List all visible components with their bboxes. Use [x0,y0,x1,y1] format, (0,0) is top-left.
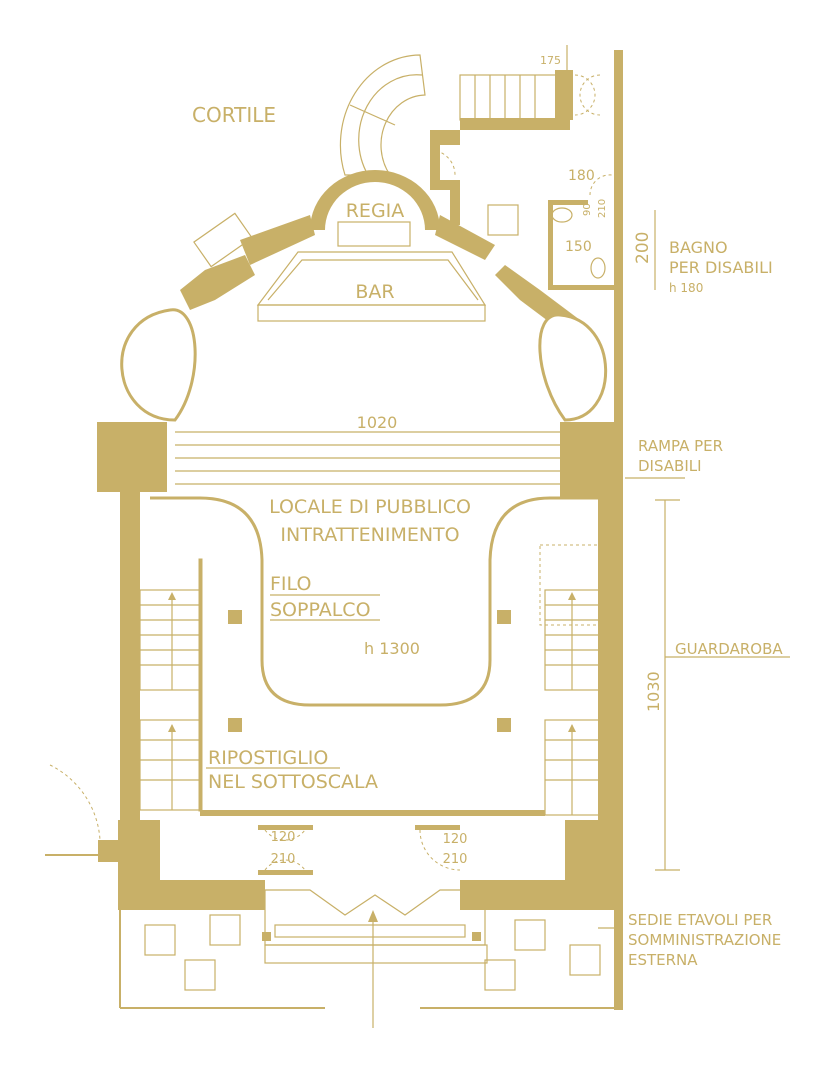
exterior-wall-right [614,50,623,1010]
stairs-right [539,544,601,816]
label-cortile: CORTILE [192,103,276,127]
label-ripostiglio-1: RIPOSTIGLIO [208,747,328,769]
dim-180: 180 [568,168,595,184]
bathroom [487,174,618,290]
toilet-icon [590,257,606,279]
outdoor-tables [144,914,601,991]
label-rampa-2: DISABILI [638,457,702,475]
wall-segment [430,130,460,225]
door-swing [429,149,456,176]
label-regia: REGIA [346,200,405,222]
curved-ramp [339,54,426,176]
dim-1020: 1020 [357,413,398,432]
label-bagno-1: BAGNO [669,238,728,257]
label-h1300: h 1300 [364,639,420,658]
dim-90: 90 [582,203,593,216]
door-left-width: 120 [271,830,296,845]
label-bar: BAR [355,281,394,303]
door-swing-right [419,829,461,871]
label-locale-1: LOCALE DI PUBBLICO [269,496,471,518]
label-filo: FILO [270,573,311,595]
mezzanine-edge [150,496,598,707]
dim-150: 150 [565,239,592,255]
regia-dome [180,170,580,330]
top-stair [459,70,601,130]
label-ripostiglio-2: NEL SOTTOSCALA [208,771,378,793]
label-sedie-3: ESTERNA [628,951,698,969]
label-sedie-2: SOMMINISTRAZIONE [628,931,781,949]
stair-hatching [140,604,600,781]
door-right-height: 210 [443,852,468,867]
dim-1030: 1030 [644,671,663,712]
label-sedie-1: SEDIE ETAVOLI PER [628,911,772,929]
label-guardaroba: GUARDAROBA [675,640,783,658]
door-left-height: 210 [271,852,296,867]
pillar-right [560,422,615,497]
dim-200: 200 [633,232,653,264]
label-bagno-h: h 180 [669,281,703,295]
label-bagno-2: PER DISABILI [669,258,773,277]
left-lobe [120,308,197,422]
sottoscala-wall [200,810,545,816]
wall-left [120,490,140,880]
sink-icon [551,207,573,223]
pillar-left [97,422,167,492]
label-rampa-1: RAMPA PER [638,437,723,455]
label-soppalco: SOPPALCO [270,599,371,621]
entrance-wall-right [460,820,614,910]
bar-counter [256,251,487,322]
dim-210: 210 [597,199,608,218]
ramp [175,431,560,485]
door-right-width: 120 [443,832,468,847]
wall-right-inner [598,490,614,880]
side-door-swing [49,764,101,841]
stairs-left [139,589,201,811]
label-locale-2: INTRATTENIMENTO [280,524,459,546]
right-lobe [538,313,608,422]
entrance-wall-left [118,820,265,910]
outdoor-area [119,889,620,1028]
dim-175: 175 [540,54,561,67]
